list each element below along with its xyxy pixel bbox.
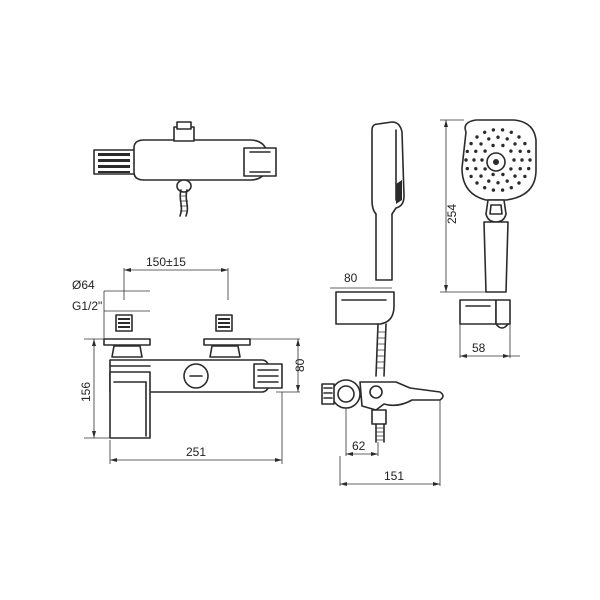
spray-nozzle-dot — [475, 135, 479, 139]
spray-nozzle-dot — [520, 158, 524, 162]
spray-nozzle-dot — [513, 174, 517, 178]
mixer-front-view: 150±15 Ø64 G1/2" — [72, 255, 307, 464]
spray-nozzle-dot — [483, 167, 487, 171]
spout-side-view: 62 151 — [321, 379, 444, 486]
mixer-top-view — [93, 121, 277, 217]
spray-nozzle-dot — [523, 141, 527, 146]
spray-nozzle-dot — [483, 186, 487, 190]
spray-nozzle-dot — [479, 142, 483, 146]
spray-nozzle-dot — [500, 128, 505, 132]
spray-nozzle-dot — [472, 158, 476, 162]
spray-nozzle-dot — [465, 149, 469, 154]
spray-nozzle-dot — [469, 141, 473, 146]
width-total-dimension: 251 — [186, 445, 206, 459]
spray-nozzle-dot — [474, 149, 478, 153]
height-outlet-dimension: 80 — [293, 358, 307, 372]
thread-icon — [218, 318, 230, 328]
handle-grip-icon — [98, 153, 130, 173]
handshower-length-dimension: 254 — [445, 204, 459, 224]
spray-nozzle-dot — [479, 174, 483, 178]
spray-nozzle-dot — [500, 188, 505, 192]
spray-nozzle-dot — [483, 130, 487, 134]
spray-nozzle-dot — [483, 149, 487, 153]
spray-nozzle-dot — [509, 130, 513, 134]
spray-nozzle-dot — [518, 167, 522, 171]
spray-nozzle-dot — [464, 158, 468, 162]
spray-nozzle-dot — [509, 149, 513, 153]
height-total-dimension: 156 — [79, 382, 93, 402]
spout-offset-dimension: 62 — [352, 439, 366, 453]
spray-nozzle-dot — [465, 166, 469, 171]
spray-nozzle-dot — [509, 167, 513, 171]
spout-projection-dimension: 151 — [384, 469, 404, 483]
thread-icon — [118, 318, 130, 328]
spray-nozzle-dot — [517, 181, 521, 185]
spray-nozzle-dot — [496, 181, 500, 185]
spray-nozzle-dot — [505, 179, 509, 183]
spacing-dimension: 150±15 — [146, 255, 186, 269]
spray-nozzle-dot — [513, 142, 517, 146]
handshower-side-view: 80 — [330, 121, 405, 377]
spray-nozzle-dot — [518, 149, 522, 153]
spray-nozzle-dot — [475, 181, 479, 185]
spray-nozzle-dot — [517, 135, 521, 139]
spray-nozzle-dot — [523, 174, 527, 179]
spray-nozzle-dot — [501, 143, 505, 148]
spray-nozzle-dot — [527, 149, 531, 154]
spray-nozzle-dot — [469, 174, 473, 179]
spray-nozzle-dot — [491, 172, 495, 177]
holder-height-dimension: 80 — [344, 271, 358, 285]
spray-nozzle-dot — [512, 158, 516, 162]
handshower-width-dimension: 58 — [472, 341, 486, 355]
spray-nozzle-dot — [474, 167, 478, 171]
spray-nozzle-dot — [527, 166, 531, 171]
spray-nozzle-dot — [496, 135, 500, 139]
handshower-front-view: 254 58 — [440, 119, 537, 358]
spray-nozzle-dot — [480, 158, 484, 162]
spray-nozzle-dot — [487, 179, 491, 183]
thread-label: G1/2" — [72, 299, 102, 313]
spray-nozzle-dot — [501, 172, 505, 177]
spray-nozzle-dot — [491, 143, 495, 148]
spray-nozzle-dot — [509, 186, 513, 190]
spray-nozzle-dot — [491, 128, 496, 132]
spray-nozzle-dot — [487, 137, 491, 141]
spray-nozzles-icon — [464, 128, 532, 192]
diameter-label: Ø64 — [72, 278, 95, 292]
spray-nozzle-dot — [505, 137, 509, 141]
spray-nozzle-dot — [528, 158, 532, 162]
spray-nozzle-dot — [491, 188, 496, 192]
